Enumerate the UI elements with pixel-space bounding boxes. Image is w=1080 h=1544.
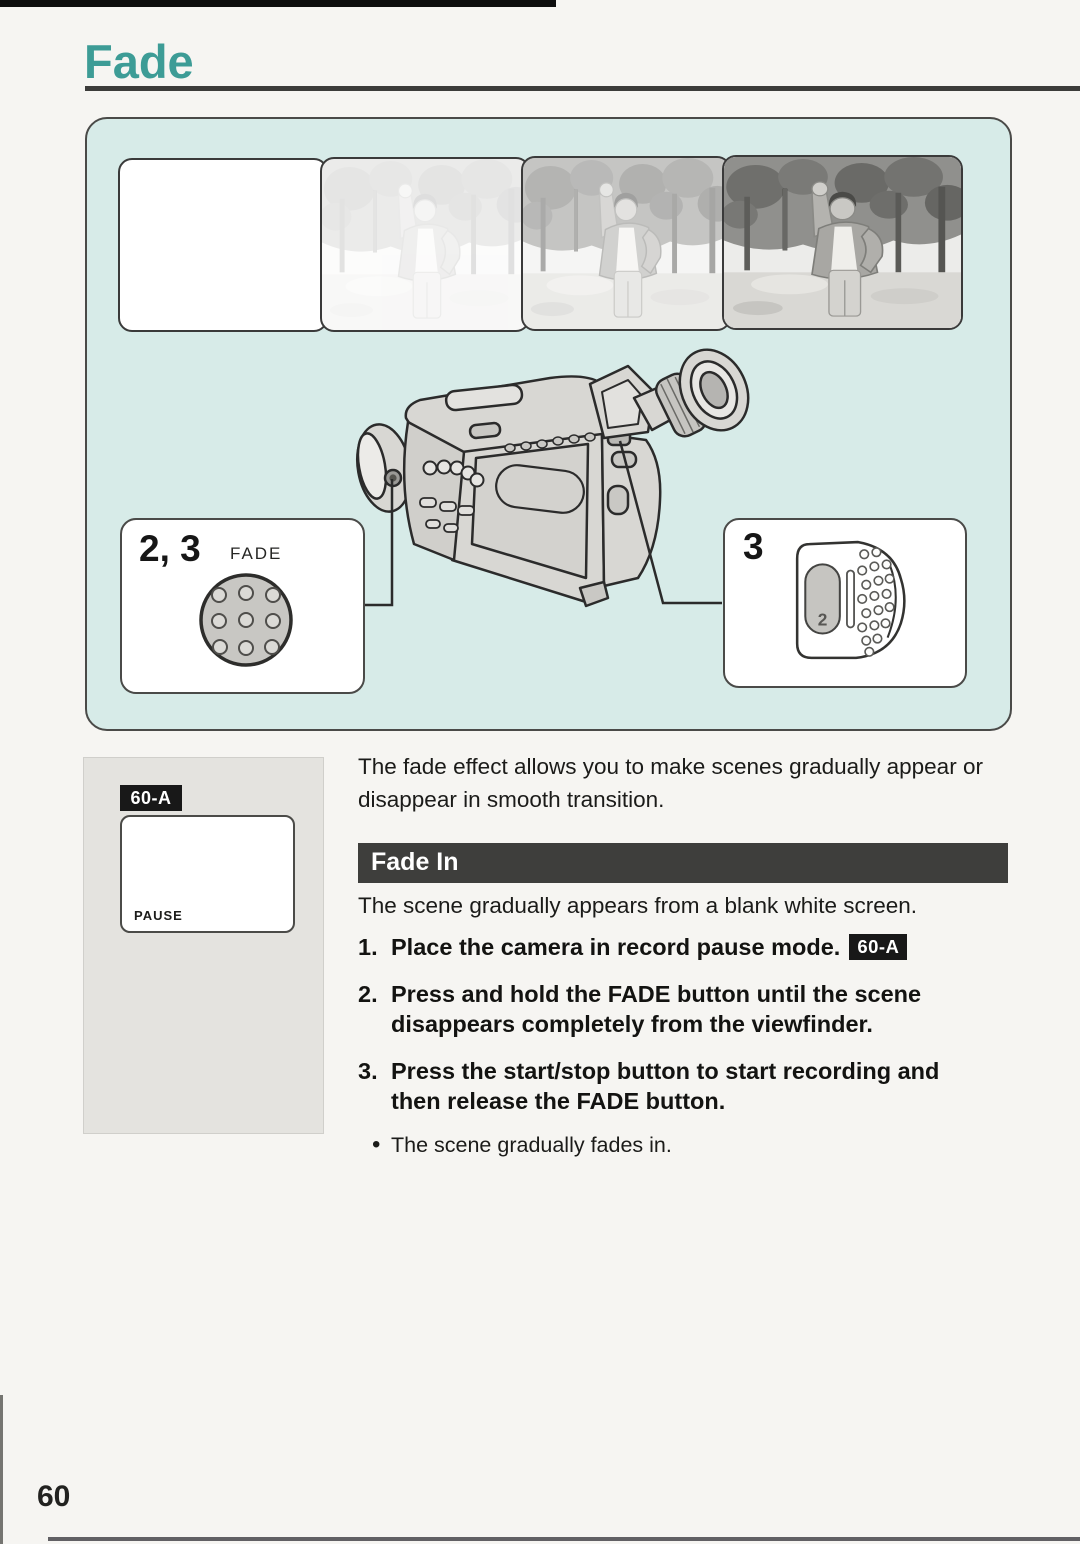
fade-frame-full [722,155,963,330]
title-rule [85,86,1080,91]
step-1: 1. Place the camera in record pause mode.… [358,932,1038,962]
fade-button-icon [199,573,293,667]
page-title: Fade [84,35,194,88]
reference-badge: 60-A [120,785,182,811]
camcorder-illustration [356,348,750,608]
viewfinder-pause-label: PAUSE [134,908,183,923]
page-number: 60 [37,1480,71,1513]
step-3: 3. Press the start/stop button to start r… [358,1056,1038,1116]
bullet-icon: • [372,1131,381,1158]
step-text: Press the start/stop button to start rec… [391,1058,940,1114]
step-number: 3. [358,1058,378,1084]
startstop-control-icon: 2 [795,540,906,660]
reference-sidebar: 60-A PAUSE [83,757,324,1134]
step-2: 2. Press and hold the FADE button until t… [358,979,1038,1039]
step-reference-badge: 60-A [849,934,908,960]
step-note: • The scene gradually fades in. [358,1131,1038,1158]
instruction-steps: 1. Place the camera in record pause mode.… [358,932,1038,1158]
callout-fade-button: 2, 3 FADE [120,518,365,694]
fade-frame-blank [118,158,328,332]
section-subtext: The scene gradually appears from a blank… [358,893,918,918]
fade-frame-faint [320,157,530,332]
fade-frame-medium [521,156,731,331]
step-note-text: The scene gradually fades in. [391,1133,672,1157]
callout-step-ref: 3 [743,526,764,567]
step-number: 1. [358,934,378,960]
callout-startstop-button: 3 2 [723,518,967,688]
step-text: Place the camera in record pause mode. [391,934,841,960]
fade-button-label: FADE [230,544,283,563]
scan-edge-top [0,0,556,7]
step-number: 2. [358,981,378,1007]
callout-step-ref: 2, 3 [139,528,201,569]
viewfinder-screen: PAUSE [120,815,295,933]
intro-paragraph: The fade effect allows you to make scene… [358,754,983,812]
scan-edge-left [0,1395,3,1544]
section-header-text: Fade In [371,848,459,876]
step-text: Press and hold the FADE button until the… [391,981,922,1037]
section-header-bar: Fade In [358,843,1008,883]
startstop-digit: 2 [818,609,828,629]
scan-edge-bottom [48,1537,1080,1541]
